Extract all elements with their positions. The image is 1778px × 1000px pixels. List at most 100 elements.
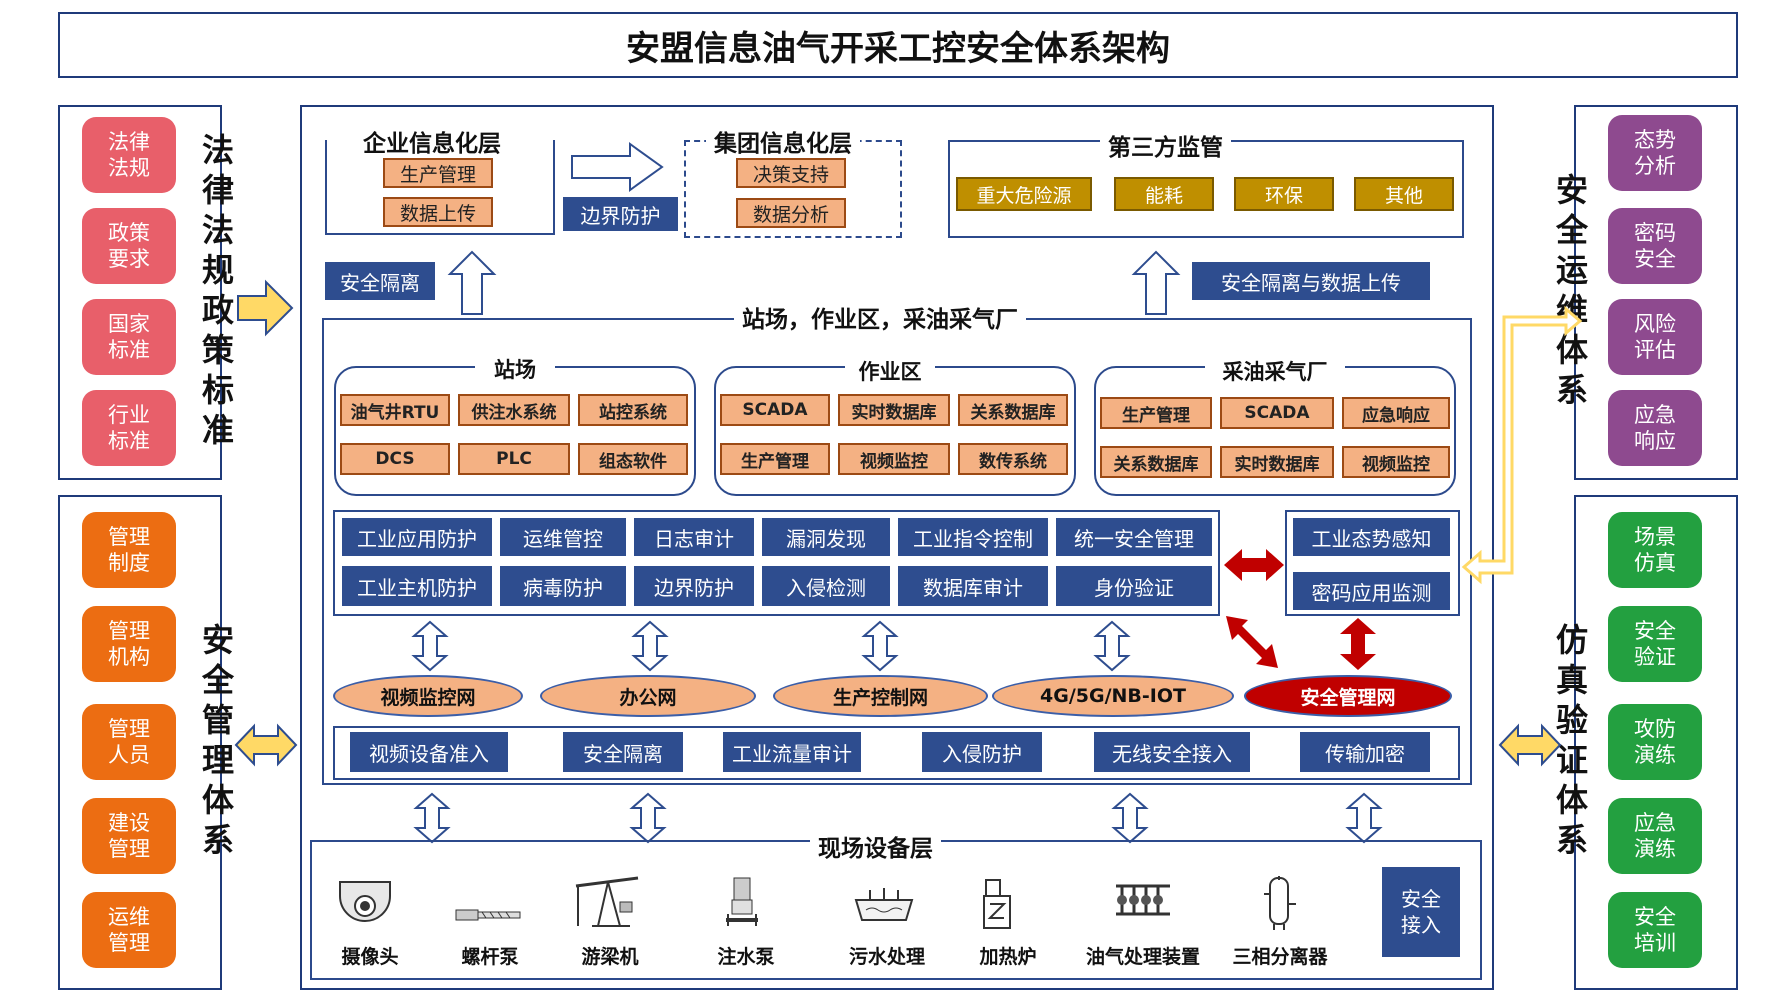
risk-assessment-item[interactable]: 风险评估 xyxy=(1608,299,1702,375)
work-area-production-mgmt[interactable]: 生产管理 xyxy=(720,443,830,475)
up-down-arrow-icon xyxy=(1111,792,1149,844)
plant-title: 采油采气厂 xyxy=(1205,356,1345,386)
security-verification-item[interactable]: 安全验证 xyxy=(1608,606,1702,682)
work-area-data-transfer[interactable]: 数传系统 xyxy=(958,443,1068,475)
enterprise-production-mgmt[interactable]: 生产管理 xyxy=(383,158,493,188)
yellow-elbow-arrow-icon xyxy=(1461,305,1583,585)
sec-industrial-cmd-control[interactable]: 工业指令控制 xyxy=(898,518,1048,556)
station-group xyxy=(334,366,696,496)
plant-scada[interactable]: SCADA xyxy=(1220,397,1334,429)
station-control[interactable]: 站控系统 xyxy=(578,394,688,426)
oil-gas-processing-icon xyxy=(1116,884,1170,916)
attack-defense-drill-item[interactable]: 攻防演练 xyxy=(1608,704,1702,780)
boundary-protection-label[interactable]: 边界防护 xyxy=(563,197,678,231)
plant-production-mgmt[interactable]: 生产管理 xyxy=(1100,397,1212,429)
third-party-title: 第三方监管 xyxy=(1100,128,1231,162)
enterprise-layer-frame xyxy=(325,140,555,235)
management-panel-title: 安全管理体系 xyxy=(201,621,234,859)
up-down-arrow-icon xyxy=(631,620,669,672)
network-production-control[interactable]: 生产控制网 xyxy=(773,675,988,717)
construction-mgmt-item[interactable]: 建设管理 xyxy=(82,798,176,874)
intrusion-prevention[interactable]: 入侵防护 xyxy=(922,732,1042,772)
crypto-security-item[interactable]: 密码安全 xyxy=(1608,208,1702,284)
energy-consumption[interactable]: 能耗 xyxy=(1114,177,1214,211)
station-plc[interactable]: PLC xyxy=(458,443,570,475)
enterprise-layer-title: 企业信息化层 xyxy=(355,124,509,158)
security-isolation-left[interactable]: 安全隔离 xyxy=(325,262,435,300)
work-area-relational-db[interactable]: 关系数据库 xyxy=(958,394,1068,426)
work-area-video-monitor[interactable]: 视频监控 xyxy=(838,443,950,475)
sec-ops-control[interactable]: 运维管控 xyxy=(500,518,626,556)
plant-relational-db[interactable]: 关系数据库 xyxy=(1100,446,1212,478)
sec-vuln-discovery[interactable]: 漏洞发现 xyxy=(762,518,890,556)
page-title: 安盟信息油气开采工控安全体系架构 xyxy=(626,28,1170,69)
industrial-situation-awareness[interactable]: 工业态势感知 xyxy=(1293,518,1450,556)
major-hazard[interactable]: 重大危险源 xyxy=(956,177,1092,211)
emergency-drill-item[interactable]: 应急演练 xyxy=(1608,798,1702,874)
network-security-frame xyxy=(333,726,1460,780)
plant-video-monitor[interactable]: 视频监控 xyxy=(1342,446,1450,478)
other[interactable]: 其他 xyxy=(1354,177,1454,211)
mgmt-staff-item[interactable]: 管理人员 xyxy=(82,704,176,780)
field-secure-access[interactable]: 安全接入 xyxy=(1382,867,1460,957)
sec-unified-mgmt[interactable]: 统一安全管理 xyxy=(1056,518,1212,556)
simulation-panel-title: 仿真验证体系 xyxy=(1555,621,1588,859)
pumpjack-icon xyxy=(575,876,639,927)
industry-standard-item[interactable]: 行业标准 xyxy=(82,390,176,466)
station-water-supply[interactable]: 供注水系统 xyxy=(458,394,570,426)
station-config-software[interactable]: 组态软件 xyxy=(578,443,688,475)
decision-support[interactable]: 决策支持 xyxy=(736,158,846,188)
station-rtu[interactable]: 油气井RTU xyxy=(340,394,450,426)
policy-item[interactable]: 政策要求 xyxy=(82,208,176,284)
crypto-app-monitoring[interactable]: 密码应用监测 xyxy=(1293,572,1450,610)
data-analysis[interactable]: 数据分析 xyxy=(736,198,846,228)
scene-simulation-item[interactable]: 场景仿真 xyxy=(1608,512,1702,588)
enterprise-data-upload[interactable]: 数据上传 xyxy=(383,197,493,227)
up-arrow-icon xyxy=(1131,250,1181,315)
yellow-right-arrow-icon xyxy=(237,279,294,337)
plant-emergency-response[interactable]: 应急响应 xyxy=(1342,397,1450,429)
laws-item[interactable]: 法律法规 xyxy=(82,117,176,193)
environmental[interactable]: 环保 xyxy=(1234,177,1334,211)
network-security-mgmt[interactable]: 安全管理网 xyxy=(1244,675,1452,717)
ops-mgmt-item[interactable]: 运维管理 xyxy=(82,892,176,968)
security-isolation-data-upload[interactable]: 安全隔离与数据上传 xyxy=(1192,262,1430,300)
yellow-double-arrow-icon xyxy=(1498,723,1562,767)
mgmt-org-item[interactable]: 管理机构 xyxy=(82,606,176,682)
sec-host-protection[interactable]: 工业主机防护 xyxy=(342,566,492,606)
net-security-isolation[interactable]: 安全隔离 xyxy=(563,732,683,772)
network-4g5g-nbiot[interactable]: 4G/5G/NB-IOT xyxy=(992,675,1234,717)
work-area-title: 作业区 xyxy=(845,356,935,386)
security-training-item[interactable]: 安全培训 xyxy=(1608,892,1702,968)
sec-antivirus[interactable]: 病毒防护 xyxy=(500,566,626,606)
video-device-admission[interactable]: 视频设备准入 xyxy=(350,732,508,772)
sec-boundary-protection[interactable]: 边界防护 xyxy=(634,566,754,606)
situation-analysis-item[interactable]: 态势分析 xyxy=(1608,115,1702,191)
device-sewage-label: 污水处理 xyxy=(848,946,925,968)
plant-realtime-db[interactable]: 实时数据库 xyxy=(1220,446,1334,478)
national-standard-item[interactable]: 国家标准 xyxy=(82,299,176,375)
station-title: 站场 xyxy=(475,354,555,384)
camera-icon xyxy=(339,881,391,922)
transmission-encryption[interactable]: 传输加密 xyxy=(1300,732,1430,772)
yellow-double-arrow-icon xyxy=(234,723,298,767)
emergency-response-item[interactable]: 应急响应 xyxy=(1608,390,1702,466)
network-office[interactable]: 办公网 xyxy=(540,675,756,717)
sec-intrusion-detection[interactable]: 入侵检测 xyxy=(762,566,890,606)
right-arrow-icon xyxy=(571,142,664,192)
up-down-arrow-icon xyxy=(1093,620,1131,672)
sec-industrial-app-protection[interactable]: 工业应用防护 xyxy=(342,518,492,556)
sec-identity-auth[interactable]: 身份验证 xyxy=(1056,566,1212,606)
mgmt-system-item[interactable]: 管理制度 xyxy=(82,512,176,588)
sec-db-audit[interactable]: 数据库审计 xyxy=(898,566,1048,606)
industrial-traffic-audit[interactable]: 工业流量审计 xyxy=(723,732,861,772)
device-screw-pump-label: 螺杆泵 xyxy=(461,946,519,968)
station-dcs[interactable]: DCS xyxy=(340,443,450,475)
network-video-monitor[interactable]: 视频监控网 xyxy=(333,675,523,717)
up-down-arrow-icon xyxy=(411,620,449,672)
wireless-secure-access[interactable]: 无线安全接入 xyxy=(1094,732,1250,772)
work-area-scada[interactable]: SCADA xyxy=(720,394,830,426)
sewage-treatment-icon xyxy=(854,888,914,921)
sec-log-audit[interactable]: 日志审计 xyxy=(634,518,754,556)
work-area-realtime-db[interactable]: 实时数据库 xyxy=(838,394,950,426)
